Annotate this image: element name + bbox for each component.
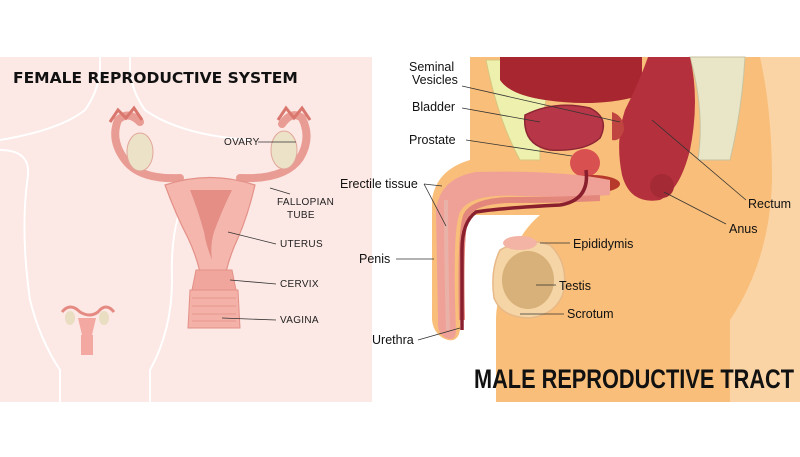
rectum-leader: [651, 119, 747, 201]
label-fallopian-line2: TUBE: [287, 210, 315, 221]
cervix: [191, 269, 237, 291]
fallopian-leader: [269, 187, 291, 195]
intestine: [500, 57, 642, 104]
seminal-leader: [461, 85, 621, 123]
female-panel: FEMALE REPRODUCTIVE SYSTEM OVARY FALLOPI…: [0, 57, 372, 402]
label-anus: Anus: [729, 222, 758, 236]
erectile-leader: [423, 183, 443, 187]
label-urethra: Urethra: [372, 333, 414, 347]
female-body-silhouette: [0, 57, 251, 141]
testis: [502, 251, 554, 309]
bladder-leader: [461, 107, 541, 123]
uterus-leader: [227, 231, 277, 245]
uterine-cavity: [190, 190, 232, 260]
label-prostate: Prostate: [409, 133, 456, 147]
erectile-leader-2: [423, 183, 447, 227]
female-thumbnail-organs: [60, 305, 116, 355]
cervix-leader: [229, 279, 277, 285]
ovary-right: [270, 130, 298, 170]
label-fallopian-line1: FALLOPIAN: [277, 197, 334, 208]
female-organ-illustration: [108, 105, 312, 329]
prostate: [570, 149, 600, 177]
label-epididymis: Epididymis: [573, 237, 633, 251]
label-scrotum: Scrotum: [567, 307, 614, 321]
epididymis: [503, 236, 537, 250]
urethra: [460, 169, 589, 330]
urethra-leader: [417, 327, 461, 341]
label-ovary: OVARY: [224, 137, 260, 148]
rectum: [619, 57, 695, 201]
label-penis: Penis: [359, 252, 390, 266]
label-uterus: UTERUS: [280, 239, 323, 250]
penis-shaft: [436, 171, 610, 339]
label-bladder: Bladder: [412, 100, 455, 114]
label-seminal-line2: Vesicles: [412, 73, 458, 87]
seminal-vesicle: [612, 112, 624, 141]
anus: [650, 174, 674, 198]
label-seminal-line1: Seminal: [409, 60, 454, 74]
vagina: [187, 289, 241, 329]
ovary-left: [126, 132, 154, 172]
prostate-leader: [465, 139, 573, 157]
bladder: [523, 104, 605, 151]
anus-leader: [663, 191, 727, 225]
female-title: FEMALE REPRODUCTIVE SYSTEM: [13, 69, 298, 87]
label-cervix: CERVIX: [280, 279, 319, 290]
label-vagina: VAGINA: [280, 315, 319, 326]
male-title: MALE REPRODUCTIVE TRACT: [474, 364, 794, 394]
spine-region: [689, 56, 746, 161]
male-panel: Seminal Vesicles Bladder Prostate Erecti…: [340, 56, 800, 402]
vagina-leader: [221, 317, 277, 321]
label-rectum: Rectum: [748, 197, 791, 211]
label-testis: Testis: [559, 279, 591, 293]
male-body-right-edge: [730, 57, 800, 402]
label-erectile-tissue: Erectile tissue: [340, 177, 418, 191]
